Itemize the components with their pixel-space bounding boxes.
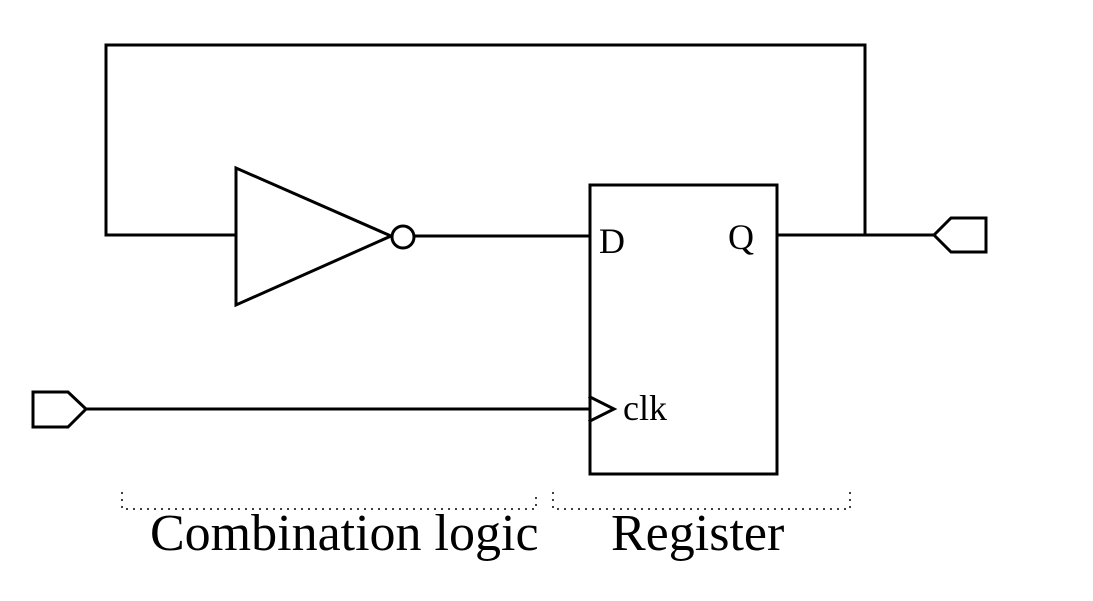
register-box: [588, 183, 779, 476]
register-block: D Q clk: [587, 183, 779, 476]
combinational-logic-label: Combination logic: [150, 505, 539, 562]
input-port-icon: [31, 390, 89, 429]
pin-clk-label: clk: [623, 388, 667, 428]
combinational-bracket: [121, 492, 537, 510]
register-label: Register: [611, 505, 784, 562]
register-bracket: [552, 492, 851, 510]
output-port-icon: [931, 216, 988, 254]
inverter-triangle: [234, 165, 395, 308]
clock-edge-triangle-icon: [587, 394, 618, 424]
pin-q-label: Q: [728, 217, 754, 257]
not-gate-icon: [234, 165, 416, 308]
inverter-bubble: [390, 224, 416, 250]
pin-d-label: D: [599, 221, 625, 261]
feedback-wire: [104, 43, 867, 237]
